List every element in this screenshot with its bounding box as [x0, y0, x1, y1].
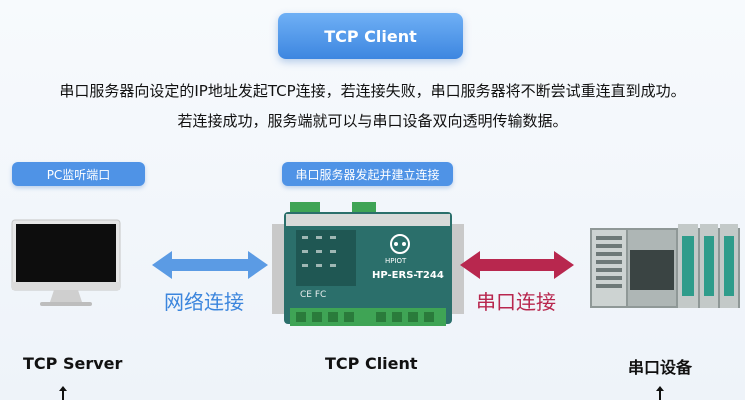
plc-rack-icon: [590, 224, 740, 308]
serial-server-device-icon: [272, 202, 464, 326]
network-connection-arrow: [152, 251, 268, 279]
network-connection-label: 网络连接: [164, 290, 244, 314]
server-connect-tag: 串口服务器发起并建立连接: [282, 162, 453, 186]
serial-connection-arrow: [460, 251, 574, 279]
tcp-client-caption: TCP Client: [325, 354, 418, 373]
up-arrow-icon: [656, 386, 664, 400]
device-model: HP-ERS-T244: [372, 270, 444, 281]
mode-title-badge: TCP Client: [278, 13, 463, 59]
up-arrow-icon: [59, 386, 67, 400]
monitor-icon: [11, 219, 121, 306]
tcp-server-caption: TCP Server: [23, 354, 123, 373]
server-connect-label: 串口服务器发起并建立连接: [295, 167, 440, 182]
device-cert-mark: CE FC: [300, 290, 327, 300]
pc-listen-port-tag: PC监听端口: [12, 162, 145, 186]
description-line-2: 若连接成功，服务端就可以与串口设备双向透明传输数据。: [177, 112, 568, 130]
mode-title: TCP Client: [324, 26, 417, 46]
description-line-1: 串口服务器向设定的IP地址发起TCP连接，若连接失败，串口服务器将不断尝试重连直…: [59, 82, 686, 100]
device-brand: HPIOT: [385, 257, 407, 265]
pc-listen-port-label: PC监听端口: [46, 167, 111, 182]
serial-connection-label: 串口连接: [476, 290, 556, 314]
serial-device-caption: 串口设备: [628, 358, 693, 377]
